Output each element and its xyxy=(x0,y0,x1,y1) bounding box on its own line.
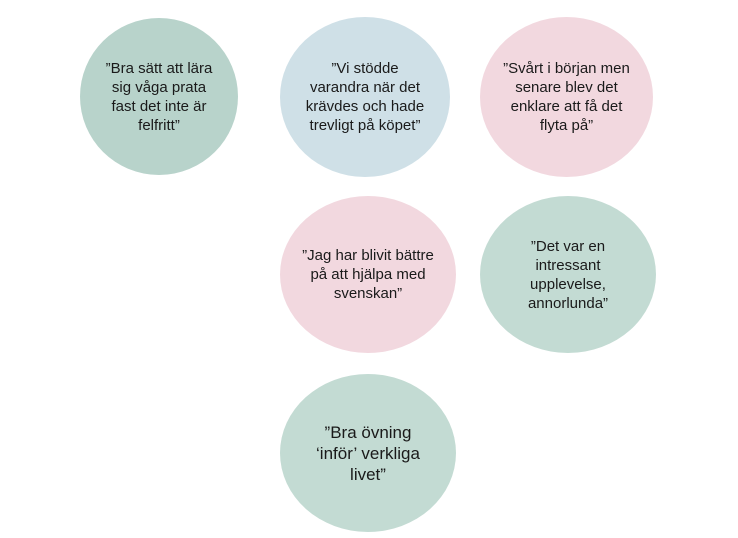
quote-bubble-1: ”Bra sätt att lära sig våga prata fast d… xyxy=(80,18,238,175)
quote-text-4: ”Jag har blivit bättre på att hjälpa med… xyxy=(302,247,434,302)
quote-bubble-6: ”Bra övning ‘inför’ verkliga livet” xyxy=(280,374,456,532)
quote-text-1: ”Bra sätt att lära sig våga prata fast d… xyxy=(105,59,213,134)
quote-text-5: ”Det var en intressant upplevelse, annor… xyxy=(527,237,609,312)
quote-text-6: ”Bra övning ‘inför’ verkliga livet” xyxy=(316,422,420,484)
quote-bubble-3: ”Svårt i början men senare blev det enkl… xyxy=(480,17,653,177)
quote-bubble-2: ”Vi stödde varandra när det krävdes och … xyxy=(280,17,450,177)
quote-bubble-4: ”Jag har blivit bättre på att hjälpa med… xyxy=(280,196,456,353)
quote-bubble-5: ”Det var en intressant upplevelse, annor… xyxy=(480,196,656,353)
quote-text-3: ”Svårt i början men senare blev det enkl… xyxy=(503,60,630,134)
quote-text-2: ”Vi stödde varandra när det krävdes och … xyxy=(305,60,425,134)
